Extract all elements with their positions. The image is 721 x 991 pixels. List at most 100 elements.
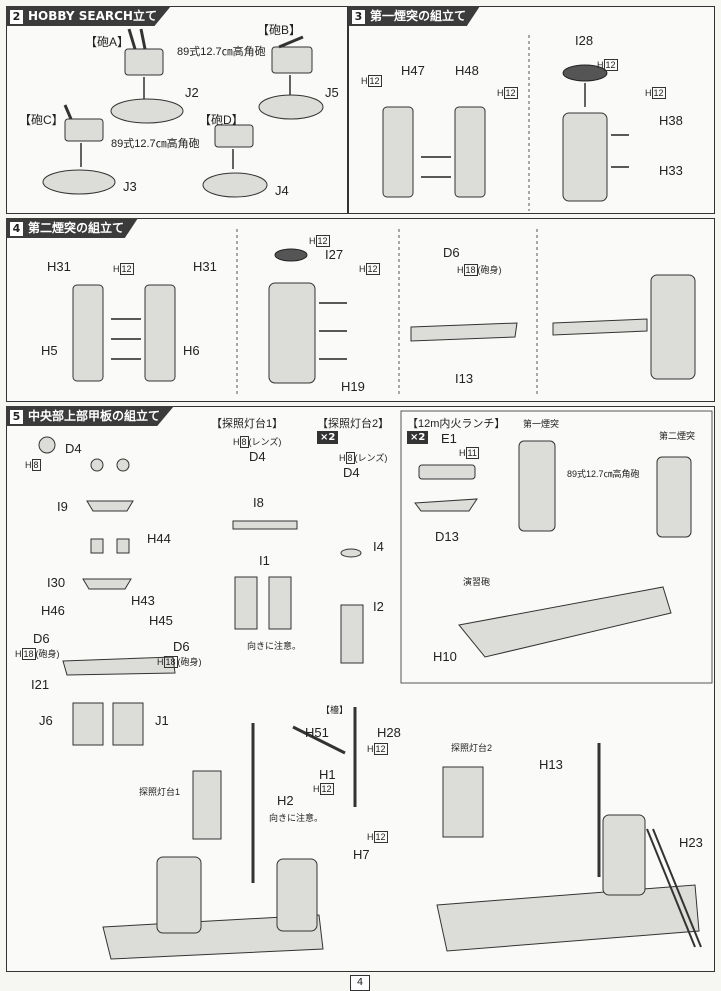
- label-d6-step4: D6: [443, 245, 460, 260]
- label-d4a: D4: [65, 441, 82, 456]
- step5-header: 5 中央部上部甲板の組立て: [6, 406, 175, 426]
- label-i2: I2: [373, 599, 384, 614]
- label-h28: H28: [377, 725, 401, 740]
- label-caution1: 向きに注意。: [247, 641, 302, 651]
- step5-drawing: [38, 410, 713, 960]
- label-i9: I9: [57, 499, 68, 514]
- badge-x2a: ×2: [317, 431, 339, 444]
- label-launch-title: 【12m内火ランチ】: [407, 418, 506, 430]
- label-h38: H38: [659, 113, 683, 128]
- label-h5: H5: [41, 343, 58, 358]
- label-searchlight1-title: 【探照灯台1】: [211, 418, 284, 430]
- label-h51: H51: [305, 725, 329, 740]
- step5-panel: 5 中央部上部甲板の組立て: [6, 406, 715, 972]
- label-h13: H13: [539, 757, 563, 772]
- step2-brand: HOBBY SEARCH: [28, 9, 133, 23]
- label-j2: J2: [185, 85, 199, 100]
- step4-header: 4 第二煙突の組立て: [6, 218, 139, 238]
- label-d13: D13: [435, 529, 459, 544]
- label-j4: J4: [275, 183, 289, 198]
- label-caution2: 向きに注意。: [269, 813, 324, 823]
- label-h7: H7: [353, 847, 370, 862]
- step3-header: 3 第一煙突の組立て: [348, 6, 481, 26]
- label-h48: H48: [455, 63, 479, 78]
- label-i30: I30: [47, 575, 66, 590]
- label-i8: I8: [253, 495, 264, 510]
- step4-number: 4: [10, 222, 23, 236]
- label-h6: H6: [183, 343, 200, 358]
- label-h44: H44: [147, 531, 171, 546]
- label-h31b: H31: [193, 259, 217, 274]
- label-sl2: 探照灯台2: [451, 743, 493, 753]
- label-h10: H10: [433, 649, 457, 664]
- page-number: 4: [350, 975, 370, 991]
- label-d4c: D4: [343, 465, 360, 480]
- step2-panel: 2 HOBBY SEARCH立て 【砲A】 【砲B】 【砲C】 【砲D】 89式1…: [6, 6, 348, 214]
- label-d4b: D4: [249, 449, 266, 464]
- label-gun89: 89式12.7㎝高角砲: [567, 469, 640, 479]
- step2-drawing: [42, 28, 324, 198]
- label-i28: I28: [575, 33, 594, 48]
- label-h31a: H31: [47, 259, 71, 274]
- label-j6: J6: [39, 713, 53, 728]
- label-chimney1: 第一煙突: [523, 419, 560, 429]
- label-i1: I1: [259, 553, 270, 568]
- label-gun-type-mid: 89式12.7㎝高角砲: [111, 138, 200, 150]
- label-gun-d: 【砲D】: [199, 113, 244, 127]
- label-i21: I21: [31, 677, 50, 692]
- step3-drawing: [382, 35, 629, 211]
- step2-title-suffix: 立て: [132, 9, 157, 23]
- label-mast: 【檣】: [321, 705, 349, 715]
- label-chimney2: 第二煙突: [659, 431, 696, 441]
- label-h33: H33: [659, 163, 683, 178]
- label-i13: I13: [455, 371, 474, 386]
- label-sl1: 探照灯台1: [139, 787, 181, 797]
- label-h45: H45: [149, 613, 173, 628]
- step4-title: 第二煙突の組立て: [28, 221, 125, 235]
- label-j1: J1: [155, 713, 169, 728]
- step3-number: 3: [352, 10, 365, 24]
- label-e1: E1: [441, 431, 457, 446]
- label-h23: H23: [679, 835, 703, 850]
- step5-number: 5: [10, 410, 23, 424]
- label-i4: I4: [373, 539, 384, 554]
- label-d6b: D6: [173, 639, 190, 654]
- label-gun-a: 【砲A】: [85, 35, 130, 49]
- badge-x2b: ×2: [407, 431, 429, 444]
- label-h19: H19: [341, 379, 365, 394]
- label-gun-c: 【砲C】: [19, 113, 64, 127]
- label-h1: H1: [319, 767, 336, 782]
- label-d6a: D6: [33, 631, 50, 646]
- label-searchlight2-title: 【探照灯台2】: [317, 418, 390, 430]
- label-gun-b: 【砲B】: [257, 23, 302, 37]
- label-practice-gun: 演習砲: [463, 577, 491, 587]
- step2-number: 2: [10, 10, 23, 24]
- step3-title: 第一煙突の組立て: [370, 9, 467, 23]
- step4-drawing: [72, 229, 696, 397]
- label-j5: J5: [325, 85, 339, 100]
- step2-header: 2 HOBBY SEARCH立て: [6, 6, 171, 26]
- label-gun-type-top: 89式12.7㎝高角砲: [177, 46, 266, 58]
- label-h46: H46: [41, 603, 65, 618]
- step5-title: 中央部上部甲板の組立て: [28, 409, 161, 423]
- label-j3: J3: [123, 179, 137, 194]
- label-i27: I27: [325, 247, 344, 262]
